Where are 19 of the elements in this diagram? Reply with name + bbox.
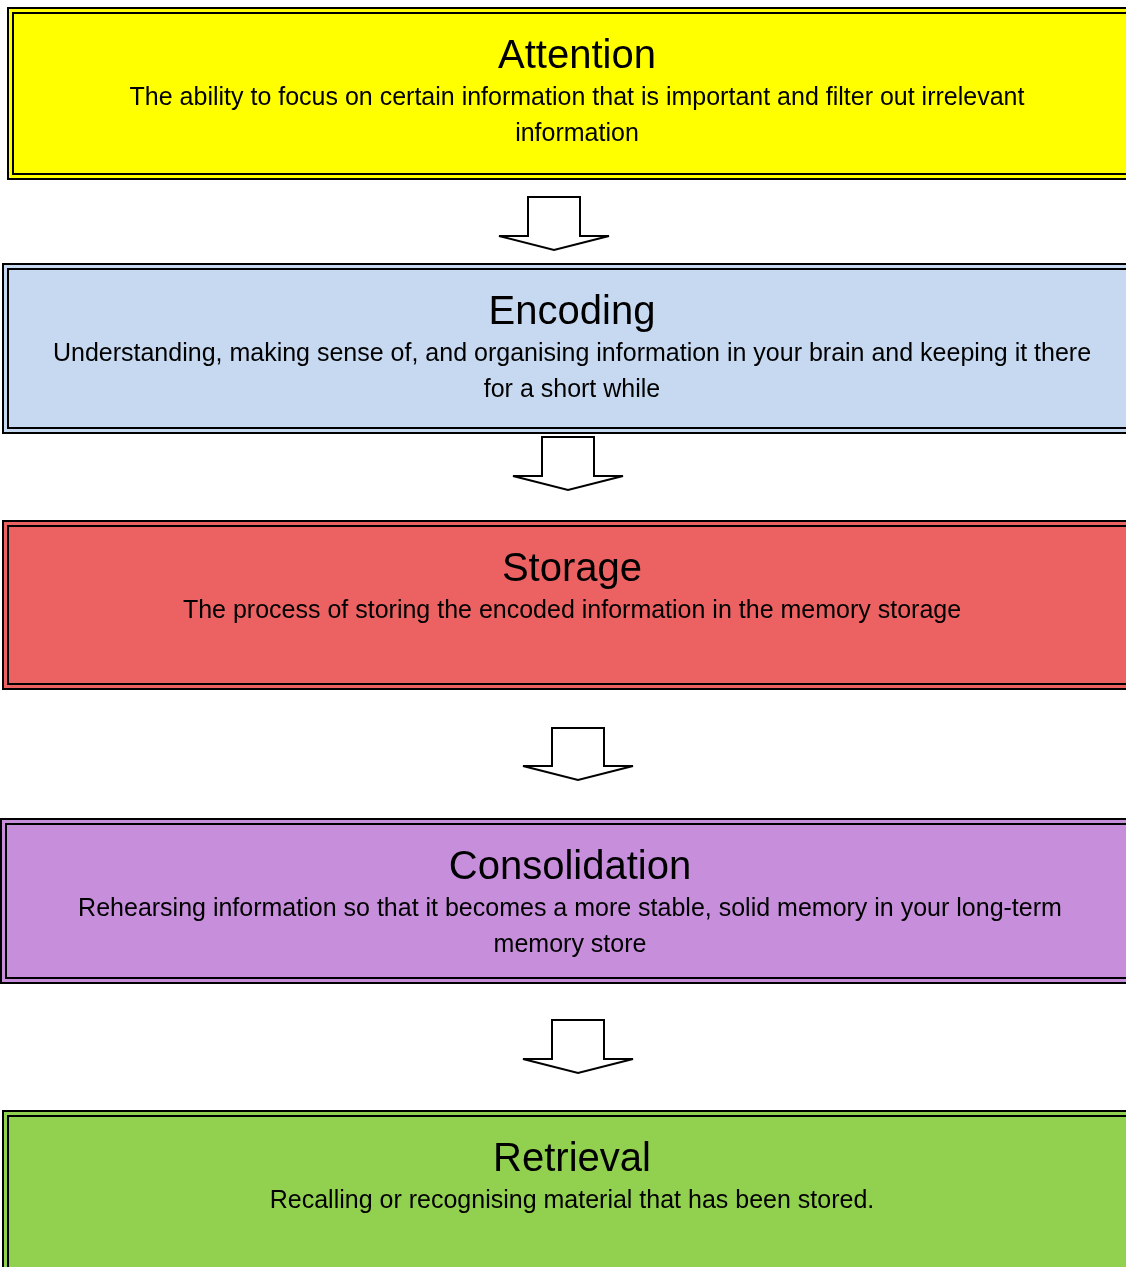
stage-description: The ability to focus on certain information that is important and filter out irrelevant information [128, 81, 1026, 148]
stage-box [2, 1110, 1126, 1267]
block-arrow [522, 1019, 634, 1075]
stage-box [0, 818, 1126, 984]
stage-description: The process of storing the encoded information in the memory storage [182, 594, 962, 625]
block-arrow [512, 436, 624, 492]
stage-box [7, 7, 1126, 180]
stage-title: Consolidation [448, 842, 692, 889]
stage-description: Recalling or recognising material that has been stored. [269, 1184, 875, 1215]
stage-title: Encoding [488, 287, 656, 334]
stage-box [2, 520, 1126, 690]
block-arrow [498, 196, 610, 252]
stage-box [2, 263, 1126, 434]
stage-description: Rehearsing information so that it becomes a more stable, solid memory in your long-term memory store [77, 892, 1063, 959]
stage-title: Storage [501, 544, 643, 591]
stage-title: Retrieval [493, 1134, 651, 1181]
block-arrow [522, 727, 634, 782]
stage-title: Attention [498, 31, 656, 78]
stage-description: Understanding, making sense of, and organising information in your brain and keeping it there for a short while [51, 337, 1093, 404]
